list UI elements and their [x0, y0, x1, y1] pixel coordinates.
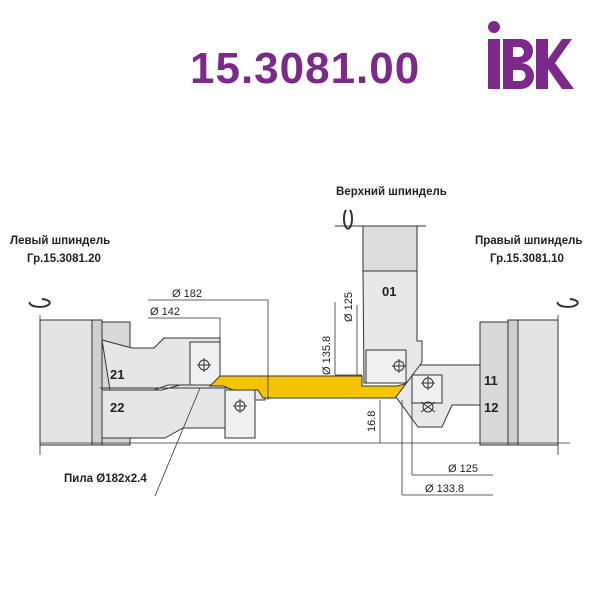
right-rotation-icon [556, 298, 579, 308]
dim-d125-top: Ø 125 [343, 292, 355, 322]
page-title: 15.3081.00 [190, 44, 421, 93]
top-rotation-icon [343, 209, 353, 230]
left-spindle [39, 319, 266, 446]
dim-16-8: 16.8 [366, 411, 378, 432]
left-spindle-group: Гр.15.3081.20 [27, 253, 101, 265]
left-spindle-label: Левый шпиндель [10, 235, 110, 247]
top-spindle [335, 225, 426, 384]
dim-d125-bottom: Ø 125 [448, 463, 478, 475]
dim-d135-8: Ø 135.8 [321, 336, 333, 375]
right-spindle [395, 319, 559, 446]
left-cutter-icons [197, 358, 247, 413]
dim-d133-8: Ø 133.8 [425, 483, 464, 495]
right-spindle-group: Гр.15.3081.10 [490, 253, 564, 265]
left-rotation-icon [28, 298, 51, 308]
ibk-logo [488, 21, 574, 89]
cutter-01-label: 01 [382, 284, 396, 299]
right-spindle-label: Правый шпиндель [475, 235, 582, 247]
saw-label: Пила Ø182x2.4 [64, 473, 147, 485]
top-spindle-label: Верхний шпиндель [336, 186, 447, 198]
dim-d182: Ø 182 [172, 288, 202, 300]
cutter-12-label: 12 [484, 400, 498, 415]
cutter-21-label: 21 [110, 367, 124, 382]
cutter-22-label: 22 [110, 400, 124, 415]
dim-d142: Ø 142 [150, 306, 180, 318]
cutter-11-label: 11 [484, 373, 498, 388]
dimension-lines [39, 299, 570, 497]
